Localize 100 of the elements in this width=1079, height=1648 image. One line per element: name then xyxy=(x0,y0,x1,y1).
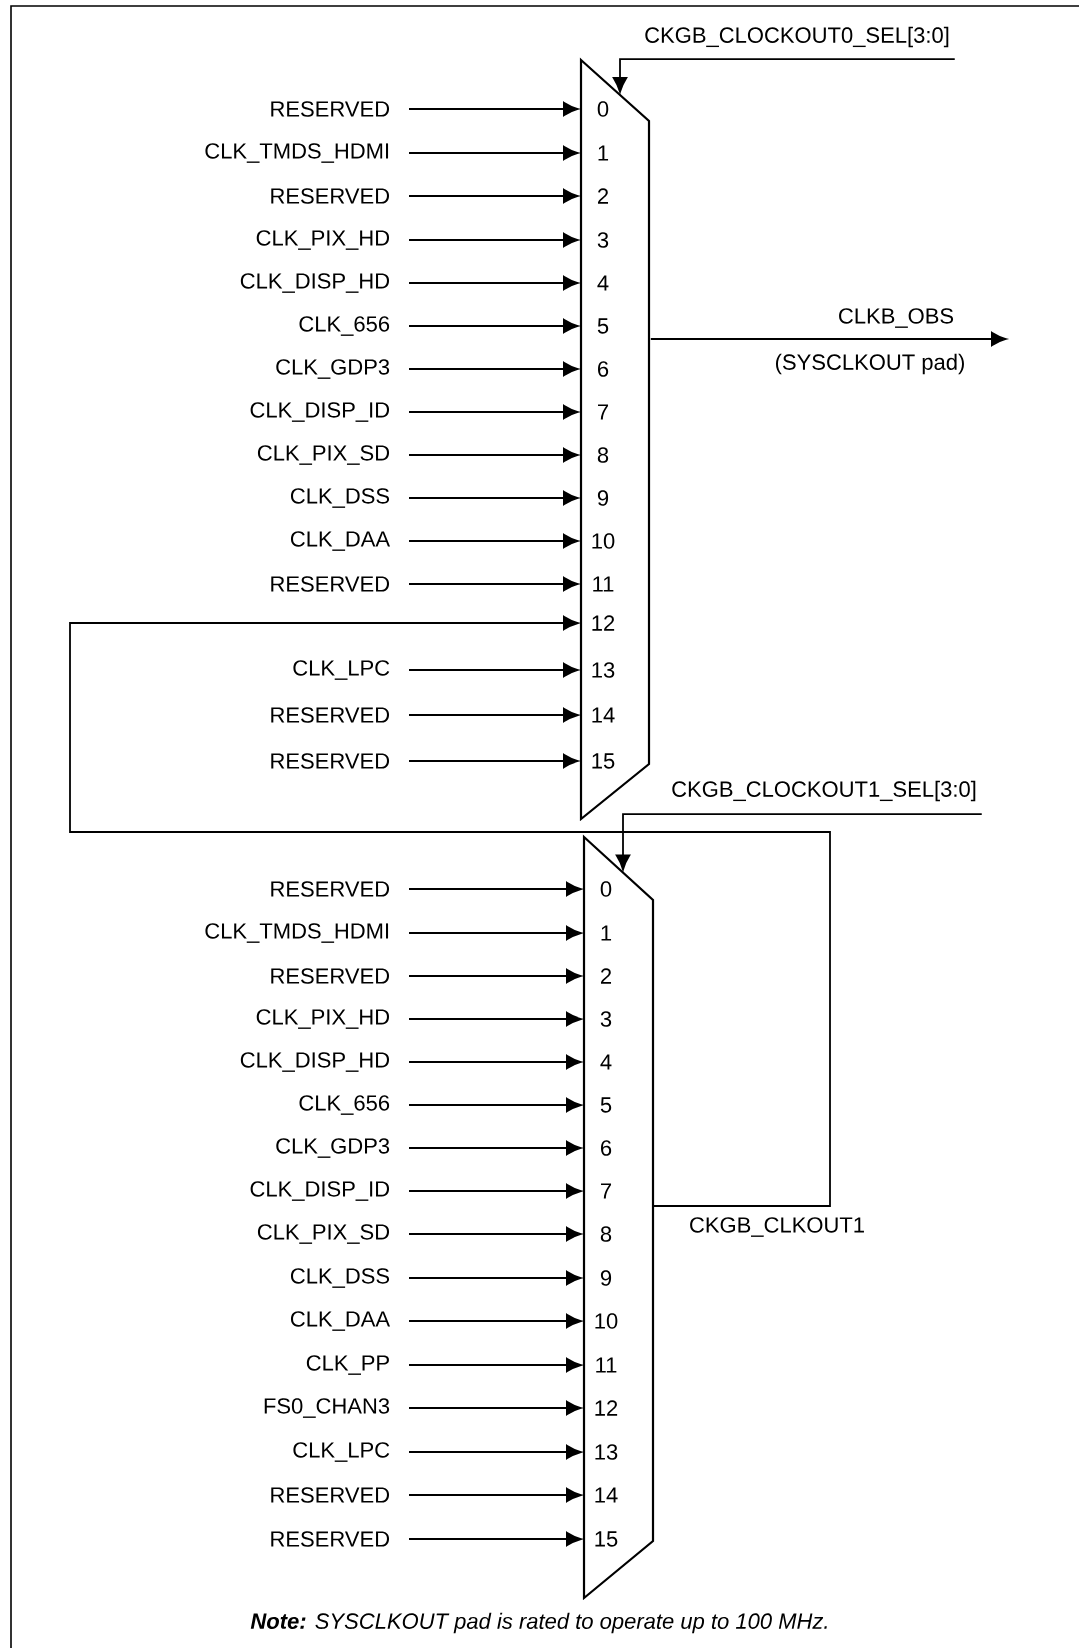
arrow xyxy=(408,361,579,377)
signal-label: CLK_PIX_SD xyxy=(257,445,390,465)
output-arrow xyxy=(649,331,1007,347)
port-number: 11 xyxy=(596,1357,617,1373)
port-number: 4 xyxy=(600,1054,612,1070)
arrow xyxy=(408,1226,582,1242)
edge-label: CLKB_OBS xyxy=(839,308,954,328)
signal-label: CLK_DISP_ID xyxy=(250,402,390,422)
signal-label: RESERVED xyxy=(271,188,390,204)
signal-label: RESERVED xyxy=(271,707,390,723)
arrow xyxy=(408,1313,582,1329)
signal-label: FS0_CHAN3 xyxy=(264,1398,390,1418)
port-number: 10 xyxy=(592,533,615,549)
arrow xyxy=(408,1270,582,1286)
port-number: 12 xyxy=(592,615,615,631)
port-number: 5 xyxy=(597,318,609,334)
arrow xyxy=(408,662,579,678)
feedback-arrow xyxy=(69,615,831,1207)
select-arrow xyxy=(615,813,983,871)
port-number: 7 xyxy=(598,404,608,420)
port-number: 3 xyxy=(597,232,609,248)
port-number: 13 xyxy=(595,1444,618,1460)
edge-label: CKGB_CLKOUT1 xyxy=(690,1217,864,1237)
arrow xyxy=(408,232,579,248)
port-number: 6 xyxy=(601,1140,612,1156)
arrow xyxy=(408,1097,582,1113)
port-number: 8 xyxy=(597,447,609,463)
arrow xyxy=(408,753,579,769)
arrow xyxy=(408,275,579,291)
select-arrow xyxy=(612,58,956,93)
arrow xyxy=(408,101,579,117)
signal-label: CLK_656 xyxy=(299,316,390,336)
signal-label: CLK_LPC xyxy=(293,1442,390,1462)
signal-label: CLK_DAA xyxy=(290,1311,391,1331)
port-number: 2 xyxy=(598,188,608,204)
signal-label: CLK_DSS xyxy=(290,1268,390,1288)
signal-label: (SYSCLKOUT pad) xyxy=(776,353,964,375)
arrow xyxy=(408,490,579,506)
signal-label: RESERVED xyxy=(271,968,390,984)
port-number: 6 xyxy=(598,361,609,377)
signal-label: CLK_DSS xyxy=(290,488,390,508)
port-number: 1 xyxy=(598,145,609,161)
port-number: 15 xyxy=(592,753,615,769)
signal-label: CLK_DAA xyxy=(290,531,391,551)
signal-label: CLK_656 xyxy=(299,1095,390,1115)
port-number: 9 xyxy=(600,1270,612,1286)
arrow xyxy=(408,188,579,204)
signal-label: RESERVED xyxy=(271,1487,390,1503)
signal-label: CLK_TMDS_HDMI xyxy=(205,923,389,943)
arrow xyxy=(408,404,579,420)
port-number: 0 xyxy=(597,101,609,117)
port-number: 14 xyxy=(595,1487,618,1503)
signal-label: RESERVED xyxy=(271,101,390,117)
arrow xyxy=(408,1487,582,1503)
port-number: 2 xyxy=(601,968,611,984)
signal-label: CKGB_CLOCKOUT1_SEL[3:0] xyxy=(672,780,976,802)
arrow xyxy=(408,1400,582,1416)
signal-label: CLK_PIX_SD xyxy=(257,1224,390,1244)
signal-label: CLK_DISP_HD xyxy=(240,273,390,293)
arrow xyxy=(408,1140,582,1156)
arrow xyxy=(408,318,579,334)
arrow xyxy=(408,1444,582,1460)
arrow xyxy=(408,1357,582,1373)
port-number: 14 xyxy=(592,707,615,723)
port-number: 1 xyxy=(601,925,612,941)
signal-label: RESERVED xyxy=(271,753,390,769)
signal-label: CLK_PIX_HD xyxy=(256,1009,390,1029)
port-number: 7 xyxy=(601,1183,611,1199)
port-number: 3 xyxy=(600,1011,612,1027)
port-number: 4 xyxy=(597,275,609,291)
arrow xyxy=(408,1054,582,1070)
signal-label: CLK_PP xyxy=(306,1355,389,1375)
arrow xyxy=(408,1531,582,1547)
port-number: 8 xyxy=(600,1226,612,1242)
signal-label: RESERVED xyxy=(271,881,390,897)
signal-label: CLK_GDP3 xyxy=(276,1138,390,1158)
arrow xyxy=(408,533,579,549)
signal-label: RESERVED xyxy=(271,1531,390,1547)
arrow xyxy=(408,447,579,463)
port-number: 5 xyxy=(600,1097,612,1113)
arrow xyxy=(408,1011,582,1027)
port-number: 13 xyxy=(592,662,615,678)
port-number: 10 xyxy=(595,1313,618,1329)
port-number: 15 xyxy=(595,1531,618,1547)
signal-label: RESERVED xyxy=(271,576,390,592)
port-number: 12 xyxy=(595,1400,618,1416)
arrow xyxy=(408,145,579,161)
signal-label: CLK_PIX_HD xyxy=(256,230,390,250)
arrow xyxy=(408,707,579,723)
note-text: Note: SYSCLKOUT pad is rated to operate up to 100 MHz. xyxy=(250,1612,827,1634)
arrow xyxy=(408,881,582,897)
arrow xyxy=(408,925,582,941)
arrow xyxy=(408,1183,582,1199)
arrow xyxy=(408,968,582,984)
port-number: 0 xyxy=(600,881,612,897)
signal-label: CLK_DISP_ID xyxy=(250,1181,390,1201)
arrow xyxy=(408,576,579,592)
signal-label: CLK_LPC xyxy=(293,660,390,680)
port-number: 9 xyxy=(597,490,609,506)
signal-label: CKGB_CLOCKOUT0_SEL[3:0] xyxy=(645,26,949,48)
